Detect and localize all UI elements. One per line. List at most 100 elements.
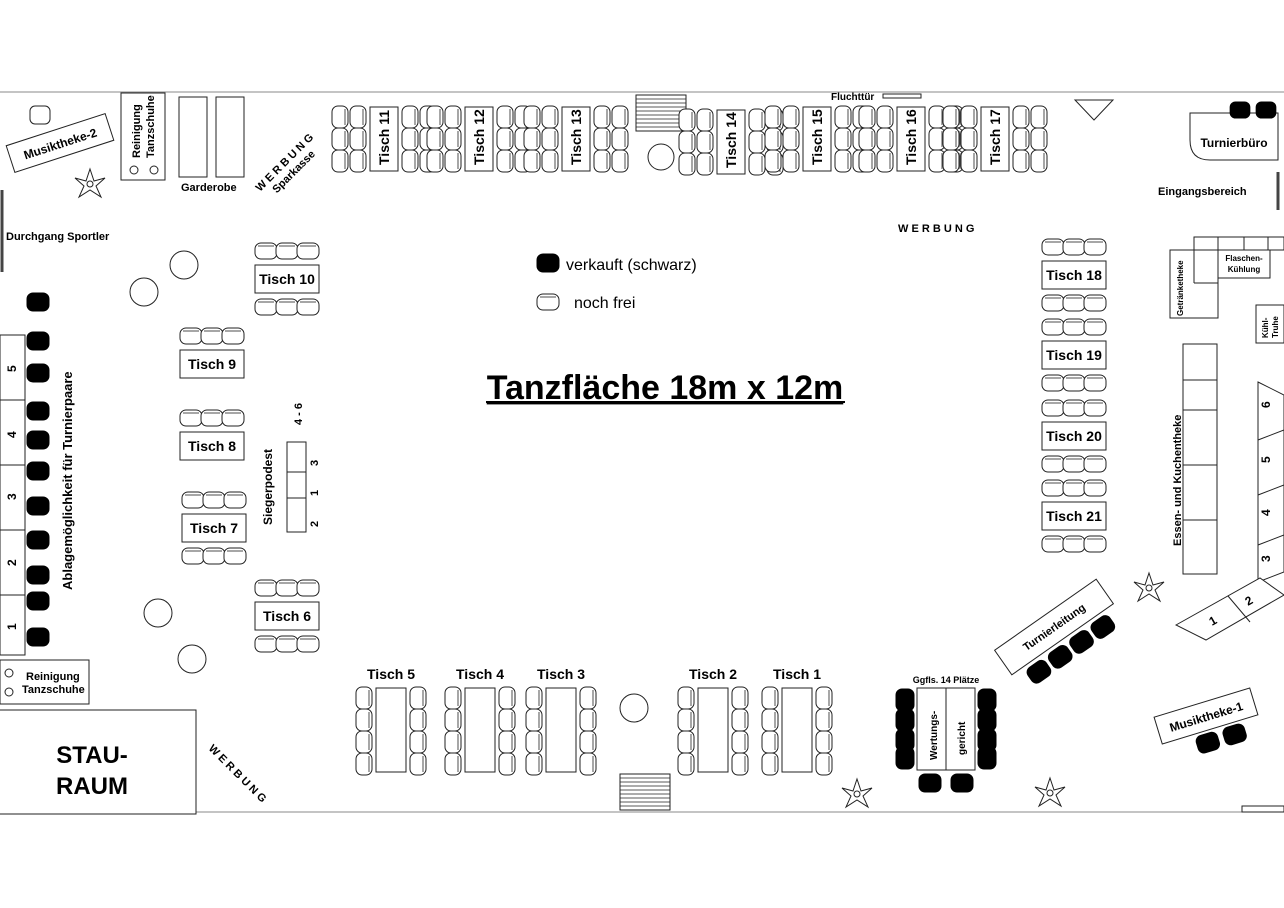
free-chair-icon [331, 127, 349, 151]
table-t7[interactable]: Tisch 7 [181, 491, 247, 565]
table-t18[interactable]: Tisch 18 [1041, 238, 1107, 312]
svg-text:Truhe: Truhe [1271, 316, 1280, 338]
free-chair-icon [1083, 535, 1107, 553]
table-t8[interactable]: Tisch 8 [179, 409, 245, 461]
left-sold-chairs [26, 292, 50, 647]
svg-text:6: 6 [1259, 401, 1273, 408]
free-chair-icon [296, 242, 320, 260]
free-chair-icon [782, 105, 800, 129]
free-chair-icon [1083, 294, 1107, 312]
free-chair-icon [1041, 238, 1065, 256]
sold-chair-icon [26, 363, 50, 383]
table-t11[interactable]: Tisch 11 [331, 105, 437, 173]
free-chair-icon [731, 708, 749, 732]
table-t17[interactable]: Tisch 17 [942, 105, 1048, 173]
table-t12[interactable]: Tisch 12 [426, 105, 532, 173]
table-label: Tisch 8 [188, 438, 236, 454]
free-chair-icon [678, 108, 696, 132]
sold-chair-icon [895, 688, 915, 712]
sold-chair-icon [977, 746, 997, 770]
storage-label: Ablagemöglichkeit für Turnierpaare [60, 371, 75, 590]
free-chair-icon [541, 105, 559, 129]
sold-chair-icon [950, 773, 974, 793]
table-label: Tisch 14 [723, 112, 739, 168]
table-t16[interactable]: Tisch 16 [858, 105, 964, 173]
free-chair-icon [1041, 294, 1065, 312]
table-t20[interactable]: Tisch 20 [1041, 399, 1107, 473]
free-chair-icon [1030, 149, 1048, 173]
free-chair-icon [223, 491, 247, 509]
podium-places-4-6: 4 - 6 [293, 403, 305, 425]
free-chair-icon [254, 298, 278, 316]
table-t6[interactable]: Tisch 6 [254, 579, 320, 653]
free-chair-icon [579, 730, 597, 754]
table-t2[interactable]: Tisch 2 [677, 666, 749, 776]
free-chair-icon [1062, 479, 1086, 497]
wardrobe-rack-1 [178, 96, 208, 178]
free-chair-icon [678, 130, 696, 154]
passage-athletes: Durchgang Sportler [6, 231, 110, 243]
free-chair-icon [355, 730, 373, 754]
free-chair-icon [1083, 238, 1107, 256]
free-chair-icon [731, 752, 749, 776]
free-chair-icon [525, 752, 543, 776]
table-t9[interactable]: Tisch 9 [179, 327, 245, 379]
table-t3[interactable]: Tisch 3 [525, 666, 597, 776]
svg-text:1: 1 [309, 490, 321, 496]
table-t15[interactable]: Tisch 15 [764, 105, 870, 173]
musiktheke-2: Musiktheke-2 [5, 112, 115, 174]
svg-text:3: 3 [309, 460, 321, 466]
free-chair-icon [498, 730, 516, 754]
free-chair-icon [696, 130, 714, 154]
free-chair-icon [426, 149, 444, 173]
table-label: Tisch 6 [263, 608, 311, 624]
drinks-bar: Getränketheke [1169, 236, 1284, 319]
svg-text:2: 2 [5, 559, 19, 566]
free-chair-icon [200, 327, 224, 345]
free-chair-icon [761, 730, 779, 754]
free-chair-icon [221, 327, 245, 345]
sold-chair-icon [26, 496, 50, 516]
table-t5[interactable]: Tisch 5 [355, 666, 427, 776]
table-t13[interactable]: Tisch 13 [523, 105, 629, 173]
table-t10[interactable]: Tisch 10 [254, 242, 320, 316]
free-chair-icon [355, 752, 373, 776]
free-chair-icon [254, 242, 278, 260]
table-t1[interactable]: Tisch 1 [761, 666, 833, 776]
free-chair-icon [761, 686, 779, 710]
free-chair-icon [593, 127, 611, 151]
free-chair-icon [296, 298, 320, 316]
free-chair-icon [764, 149, 782, 173]
free-chair-icon [1083, 374, 1107, 392]
free-chair-icon [1041, 399, 1065, 417]
free-chair-icon [678, 152, 696, 176]
table-t21[interactable]: Tisch 21 [1041, 479, 1107, 553]
bar-stool [29, 105, 51, 125]
free-chair-icon [1083, 318, 1107, 336]
free-chair-icon [444, 752, 462, 776]
free-chair-icon [409, 752, 427, 776]
table-label: Tisch 12 [471, 109, 487, 165]
table-t19[interactable]: Tisch 19 [1041, 318, 1107, 392]
table-t14[interactable]: Tisch 14 [678, 108, 784, 176]
free-chair-icon [1041, 318, 1065, 336]
free-chair-icon [1041, 535, 1065, 553]
free-chair-icon [541, 127, 559, 151]
free-chair-icon [525, 730, 543, 754]
ad-bottom: W E R B U N G [206, 743, 269, 806]
table-t4[interactable]: Tisch 4 [444, 666, 516, 776]
table-label: Tisch 18 [1046, 267, 1102, 283]
svg-text:gericht: gericht [957, 721, 968, 755]
sold-chair-icon [26, 627, 50, 647]
free-chair-icon [202, 491, 226, 509]
corner-marker [1073, 99, 1115, 121]
entrance-area: Eingangsbereich [1158, 186, 1247, 198]
svg-text:5: 5 [5, 365, 19, 372]
free-chair-icon [1041, 455, 1065, 473]
podium: 3 1 2 [286, 441, 321, 533]
sold-chair-icon [26, 565, 50, 585]
free-chair-icon [355, 686, 373, 710]
ad-top: W E R B U N G [898, 223, 974, 235]
table-label: Tisch 7 [190, 520, 238, 536]
